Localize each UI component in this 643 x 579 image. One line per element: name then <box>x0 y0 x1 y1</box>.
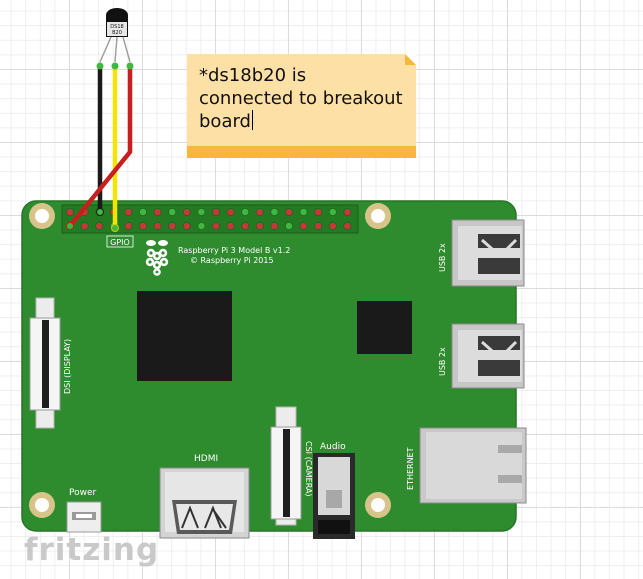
note-line-2: connected to breakout <box>199 88 403 109</box>
gpio-pin <box>212 208 220 216</box>
gpio-pin <box>270 222 279 230</box>
gpio-pin <box>226 222 235 230</box>
gpio-pin <box>124 222 133 230</box>
lan-chip <box>357 301 412 354</box>
gpio-pin <box>80 222 89 230</box>
gpio-pin <box>168 222 177 230</box>
gpio-pin <box>241 222 250 230</box>
gpio-pin <box>182 208 191 216</box>
gpio-pin <box>212 222 220 230</box>
fritzing-logo: fritzing <box>24 532 160 568</box>
power-label: Power <box>69 488 97 498</box>
gpio-pin <box>197 222 206 230</box>
mounting-hole-bottom-right <box>365 492 391 518</box>
gpio-pin <box>153 222 162 230</box>
gpio-pin <box>328 208 337 216</box>
gpio-pin <box>66 208 74 216</box>
ethernet-port <box>419 427 527 504</box>
power-port <box>66 501 102 533</box>
raspberry-logo-icon <box>145 240 169 276</box>
gpio-pin <box>299 208 308 216</box>
gpio-header <box>61 204 359 234</box>
usb-port-bottom <box>451 323 525 389</box>
gpio-pin <box>299 222 308 230</box>
note-line-1: *ds18b20 is <box>199 65 307 86</box>
gpio-label: GPIO <box>110 238 130 247</box>
gpio-pin <box>153 208 162 216</box>
audio-label: Audio <box>320 442 346 452</box>
wires <box>66 62 134 232</box>
gpio-pin <box>314 222 323 230</box>
note-line-3: board <box>199 111 251 132</box>
gpio-pin <box>182 222 191 230</box>
note-resize-bar[interactable] <box>187 146 416 158</box>
gpio-pin <box>139 208 147 216</box>
mounting-hole-top-right <box>365 203 391 229</box>
gpio-pin <box>255 208 264 216</box>
hdmi-label: HDMI <box>194 454 218 464</box>
usb-label-top: USB 2x <box>438 243 447 272</box>
hdmi-port <box>159 467 250 539</box>
note-fold <box>405 54 416 65</box>
mounting-hole-top-left <box>29 203 55 229</box>
ethernet-label: ETHERNET <box>406 447 415 490</box>
gpio-pin <box>343 208 352 216</box>
gpio-pin <box>95 222 104 230</box>
sensor-label-top: DS18 <box>110 24 123 30</box>
ds18b20-sensor: DS18 B20 <box>99 8 131 63</box>
usb-label-bottom: USB 2x <box>438 347 447 376</box>
gpio-pin <box>124 208 133 216</box>
gpio-pin <box>285 222 293 230</box>
usb-port-top <box>451 219 525 287</box>
raspberry-pi-board: GPIO Raspberry Pi 3 Model B v1.2 © Raspb… <box>21 200 527 539</box>
gpio-pin <box>241 208 250 216</box>
soc-chip <box>137 291 232 381</box>
dsi-label: DSI (DISPLAY) <box>63 339 72 394</box>
gpio-pin <box>328 222 337 230</box>
gpio-pin <box>285 208 293 216</box>
gpio-pin <box>270 208 279 216</box>
sensor-label-bottom: B20 <box>112 30 122 36</box>
gpio-pin <box>139 222 147 230</box>
dsi-connector <box>29 297 61 429</box>
board-copyright-text: © Raspberry Pi 2015 <box>190 256 274 265</box>
gpio-pin <box>255 222 264 230</box>
gpio-pin <box>168 208 177 216</box>
mounting-hole-bottom-left <box>29 492 55 518</box>
gpio-pin <box>197 208 206 216</box>
csi-label: CSI (CAMERA) <box>304 441 313 497</box>
gpio-label-box <box>106 235 134 248</box>
text-caret <box>251 110 253 130</box>
gpio-pin <box>314 208 323 216</box>
gpio-pin <box>226 208 235 216</box>
wire-red <box>67 63 133 229</box>
gpio-pins <box>66 208 352 230</box>
csi-connector <box>270 406 302 526</box>
board-model-text: Raspberry Pi 3 Model B v1.2 <box>178 246 290 255</box>
gpio-pin <box>343 222 352 230</box>
audio-jack <box>313 453 355 539</box>
